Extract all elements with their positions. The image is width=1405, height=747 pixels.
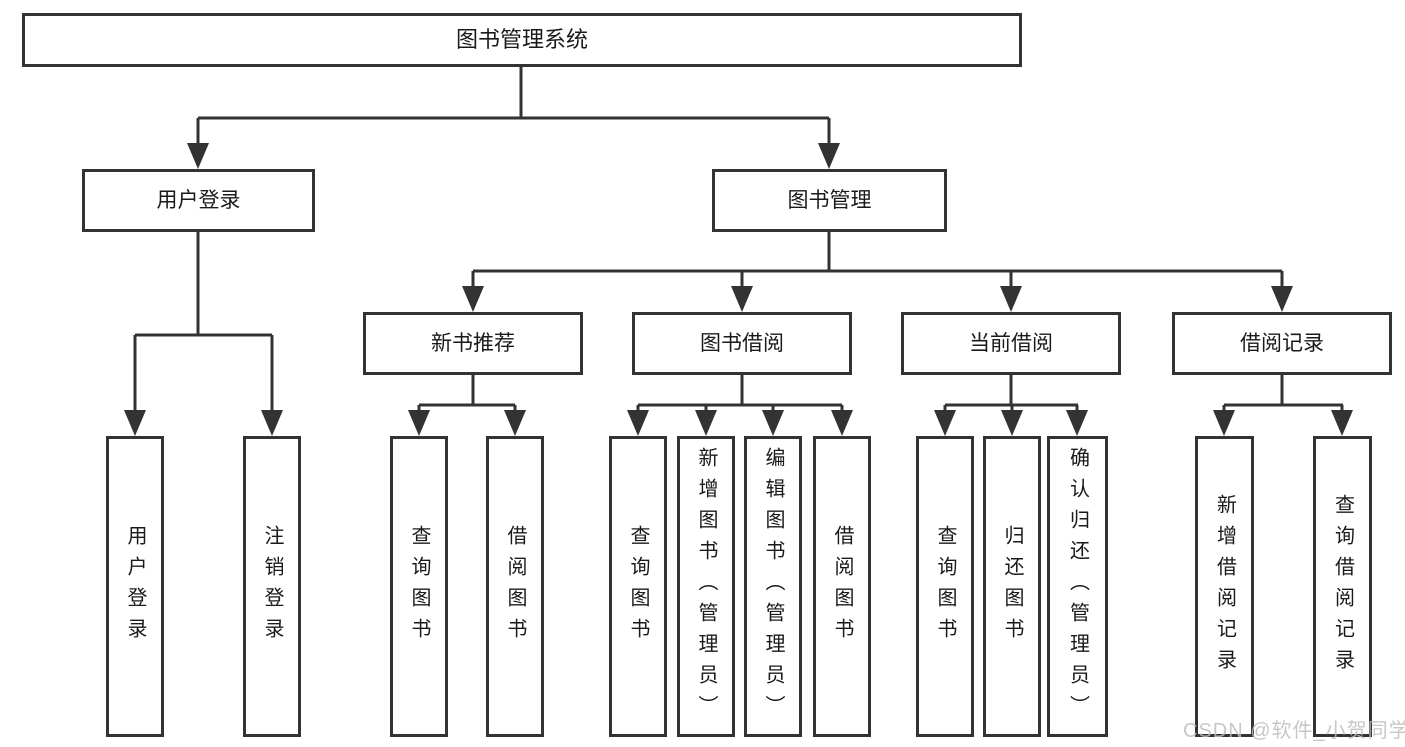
node-book-management: 图书管理 <box>712 169 947 232</box>
leaf-add-borrow-record: 新增借阅记录 <box>1195 436 1254 737</box>
leaf-query-borrow-record: 查询借阅记录 <box>1313 436 1372 737</box>
node-user-login: 用户登录 <box>82 169 315 232</box>
leaf-borrow-books-recommend: 借阅图书 <box>486 436 544 737</box>
watermark: CSDN @软件_小贺同学 <box>1183 720 1405 742</box>
leaf-query-books-recommend: 查询图书 <box>390 436 448 737</box>
node-new-book-recommend: 新书推荐 <box>363 312 583 375</box>
leaf-borrow-books: 借阅图书 <box>813 436 871 737</box>
leaf-query-books-current: 查询图书 <box>916 436 974 737</box>
leaf-return-book: 归还图书 <box>983 436 1041 737</box>
leaf-query-books-borrow: 查询图书 <box>609 436 667 737</box>
arrowheads <box>124 143 1353 436</box>
leaf-edit-book-admin: 编辑图书（管理员） <box>744 436 802 737</box>
leaf-logout: 注销登录 <box>243 436 301 737</box>
node-current-borrow: 当前借阅 <box>901 312 1121 375</box>
node-book-borrow: 图书借阅 <box>632 312 852 375</box>
leaf-confirm-return-admin: 确认归还（管理员） <box>1047 436 1108 737</box>
leaf-user-login: 用户登录 <box>106 436 164 737</box>
node-borrow-records: 借阅记录 <box>1172 312 1392 375</box>
leaf-add-book-admin: 新增图书（管理员） <box>677 436 735 737</box>
node-root: 图书管理系统 <box>22 13 1022 67</box>
